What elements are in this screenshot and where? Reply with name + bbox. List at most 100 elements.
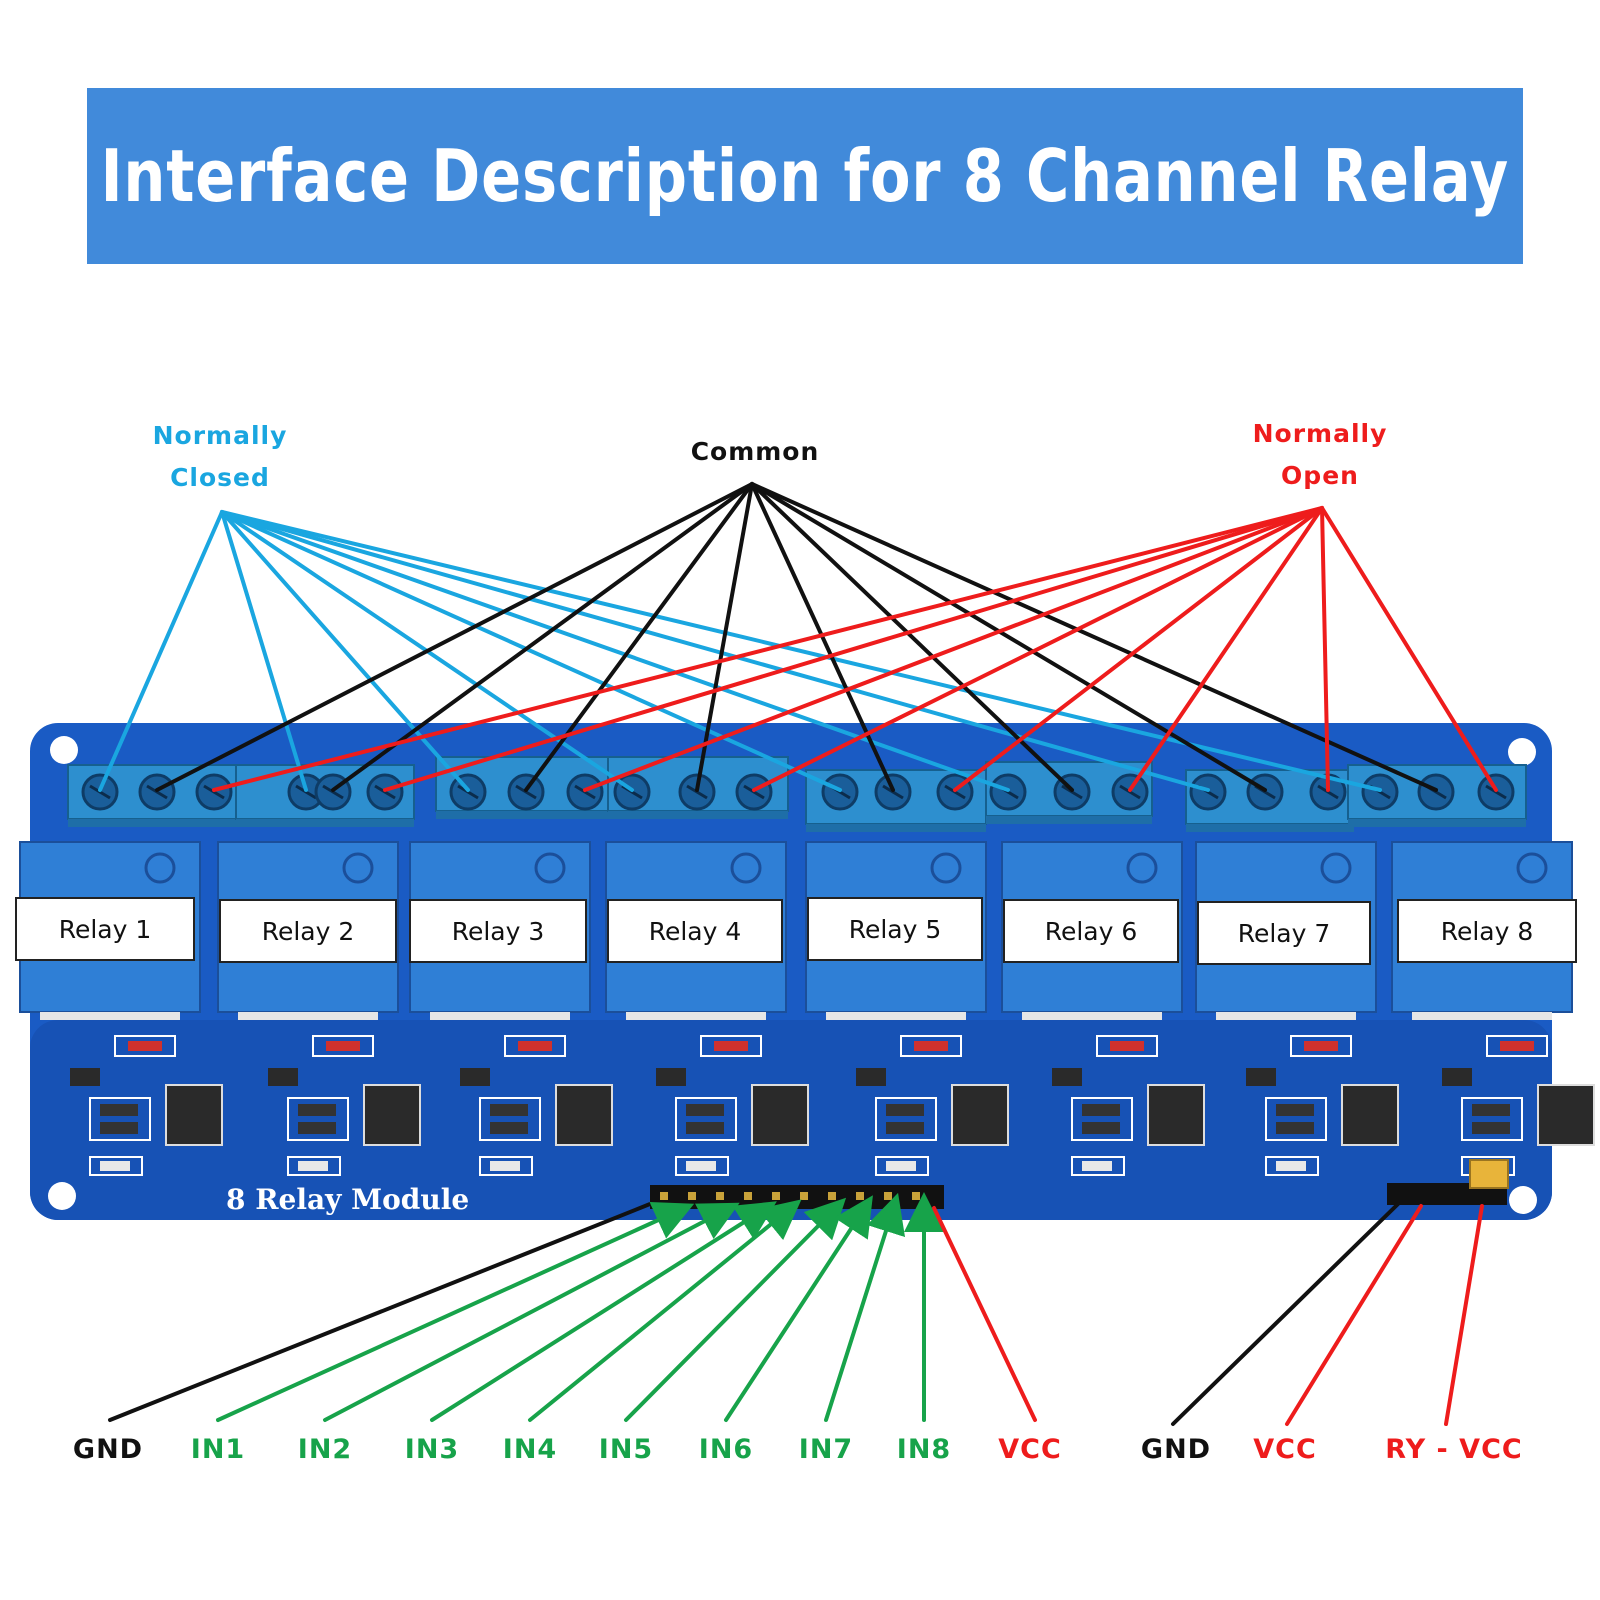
header-pin	[688, 1192, 696, 1200]
resistor	[490, 1104, 528, 1116]
led	[298, 1161, 328, 1171]
common-wire	[750, 482, 1438, 792]
input-wire	[824, 1192, 906, 1422]
resistor-pair	[875, 1097, 937, 1141]
relay-base	[238, 1012, 378, 1020]
relay-logo	[1126, 852, 1158, 884]
led	[886, 1161, 916, 1171]
input-wire	[430, 1201, 777, 1422]
diode-outline	[900, 1035, 962, 1057]
header-pin	[828, 1192, 836, 1200]
resistor	[686, 1122, 724, 1134]
screw-slot	[686, 784, 708, 800]
input-wire	[323, 1202, 740, 1422]
optocoupler	[363, 1084, 421, 1146]
resistor	[1472, 1104, 1510, 1116]
screw-slot	[203, 784, 225, 800]
jumper-cap	[1469, 1159, 1509, 1189]
normally-closed-label: Normally Closed	[130, 415, 310, 499]
transistor	[460, 1068, 490, 1086]
relay-base	[626, 1012, 766, 1020]
relay-label: Relay 7	[1238, 919, 1331, 948]
led	[1082, 1161, 1112, 1171]
terminal-block-base	[1348, 819, 1526, 827]
diode-outline	[1290, 1035, 1352, 1057]
led	[100, 1161, 130, 1171]
relay-logo	[342, 852, 374, 884]
ry-vcc-wire	[1444, 1204, 1484, 1426]
common-wire	[331, 482, 754, 792]
relay-label-box	[1197, 901, 1371, 965]
screw-slot	[146, 784, 168, 800]
normally-open-line1: Normally	[1252, 419, 1388, 448]
transistor	[1246, 1068, 1276, 1086]
relay-label: Relay 8	[1441, 917, 1534, 946]
relay-label-box	[1003, 899, 1179, 963]
resistor	[100, 1122, 138, 1134]
diode-outline	[114, 1035, 176, 1057]
relay-label-box	[1397, 899, 1577, 963]
optocoupler	[555, 1084, 613, 1146]
screw-slot	[621, 784, 643, 800]
transistor	[856, 1068, 886, 1086]
header-pin	[856, 1192, 864, 1200]
diode	[914, 1041, 948, 1051]
screw-slot	[457, 784, 479, 800]
diode	[1500, 1041, 1534, 1051]
diode	[1110, 1041, 1144, 1051]
common-wire	[750, 482, 1267, 792]
resistor-pair	[479, 1097, 541, 1141]
screw-slot	[882, 784, 904, 800]
transistor	[1442, 1068, 1472, 1086]
nc-wire	[220, 510, 308, 792]
terminal-block-base	[436, 811, 608, 819]
pin-label-vcc: VCC	[1253, 1434, 1317, 1465]
terminal-block-base	[806, 824, 986, 832]
header-pin	[884, 1192, 892, 1200]
common-label: Common	[665, 435, 845, 469]
relay-label: Relay 1	[59, 915, 152, 944]
resistor-pair	[287, 1097, 349, 1141]
mount-hole-bl	[48, 1182, 76, 1210]
relay-label-box	[15, 897, 195, 961]
relay-logo	[930, 852, 962, 884]
screw-slot	[944, 784, 966, 800]
relay-logo	[534, 852, 566, 884]
resistor	[686, 1104, 724, 1116]
diode-outline	[504, 1035, 566, 1057]
mount-hole-tl	[50, 736, 78, 764]
pin-label-ry-vcc: RY - VCC	[1385, 1434, 1523, 1465]
input-wire	[216, 1202, 695, 1422]
resistor	[298, 1104, 336, 1116]
gnd-wire	[108, 1202, 652, 1422]
nc-wire	[220, 510, 842, 792]
input-wire	[724, 1195, 873, 1422]
resistor	[1276, 1122, 1314, 1134]
no-wire	[212, 506, 1324, 792]
resistor-pair	[1071, 1097, 1133, 1141]
relay-label: Relay 2	[262, 917, 355, 946]
mount-hole-br	[1509, 1186, 1537, 1214]
no-wire	[1320, 506, 1330, 792]
resistor	[1082, 1122, 1120, 1134]
led-outline	[675, 1156, 729, 1176]
optocoupler	[751, 1084, 809, 1146]
pin-label-in3: IN3	[404, 1434, 460, 1465]
relay-label: Relay 3	[452, 917, 545, 946]
no-wire	[953, 506, 1324, 792]
resistor	[100, 1104, 138, 1116]
optocoupler	[1537, 1084, 1595, 1146]
optocoupler	[951, 1084, 1009, 1146]
led-outline	[1265, 1156, 1319, 1176]
page-title: Interface Description for 8 Channel Rela…	[100, 134, 1510, 218]
transistor	[1052, 1068, 1082, 1086]
relay-label-box	[807, 897, 983, 961]
transistor	[70, 1068, 100, 1086]
diode	[1304, 1041, 1338, 1051]
relay-base	[1216, 1012, 1356, 1020]
nc-wire	[220, 510, 1010, 792]
screw-slot	[374, 784, 396, 800]
resistor	[886, 1122, 924, 1134]
no-wire	[1320, 506, 1498, 792]
